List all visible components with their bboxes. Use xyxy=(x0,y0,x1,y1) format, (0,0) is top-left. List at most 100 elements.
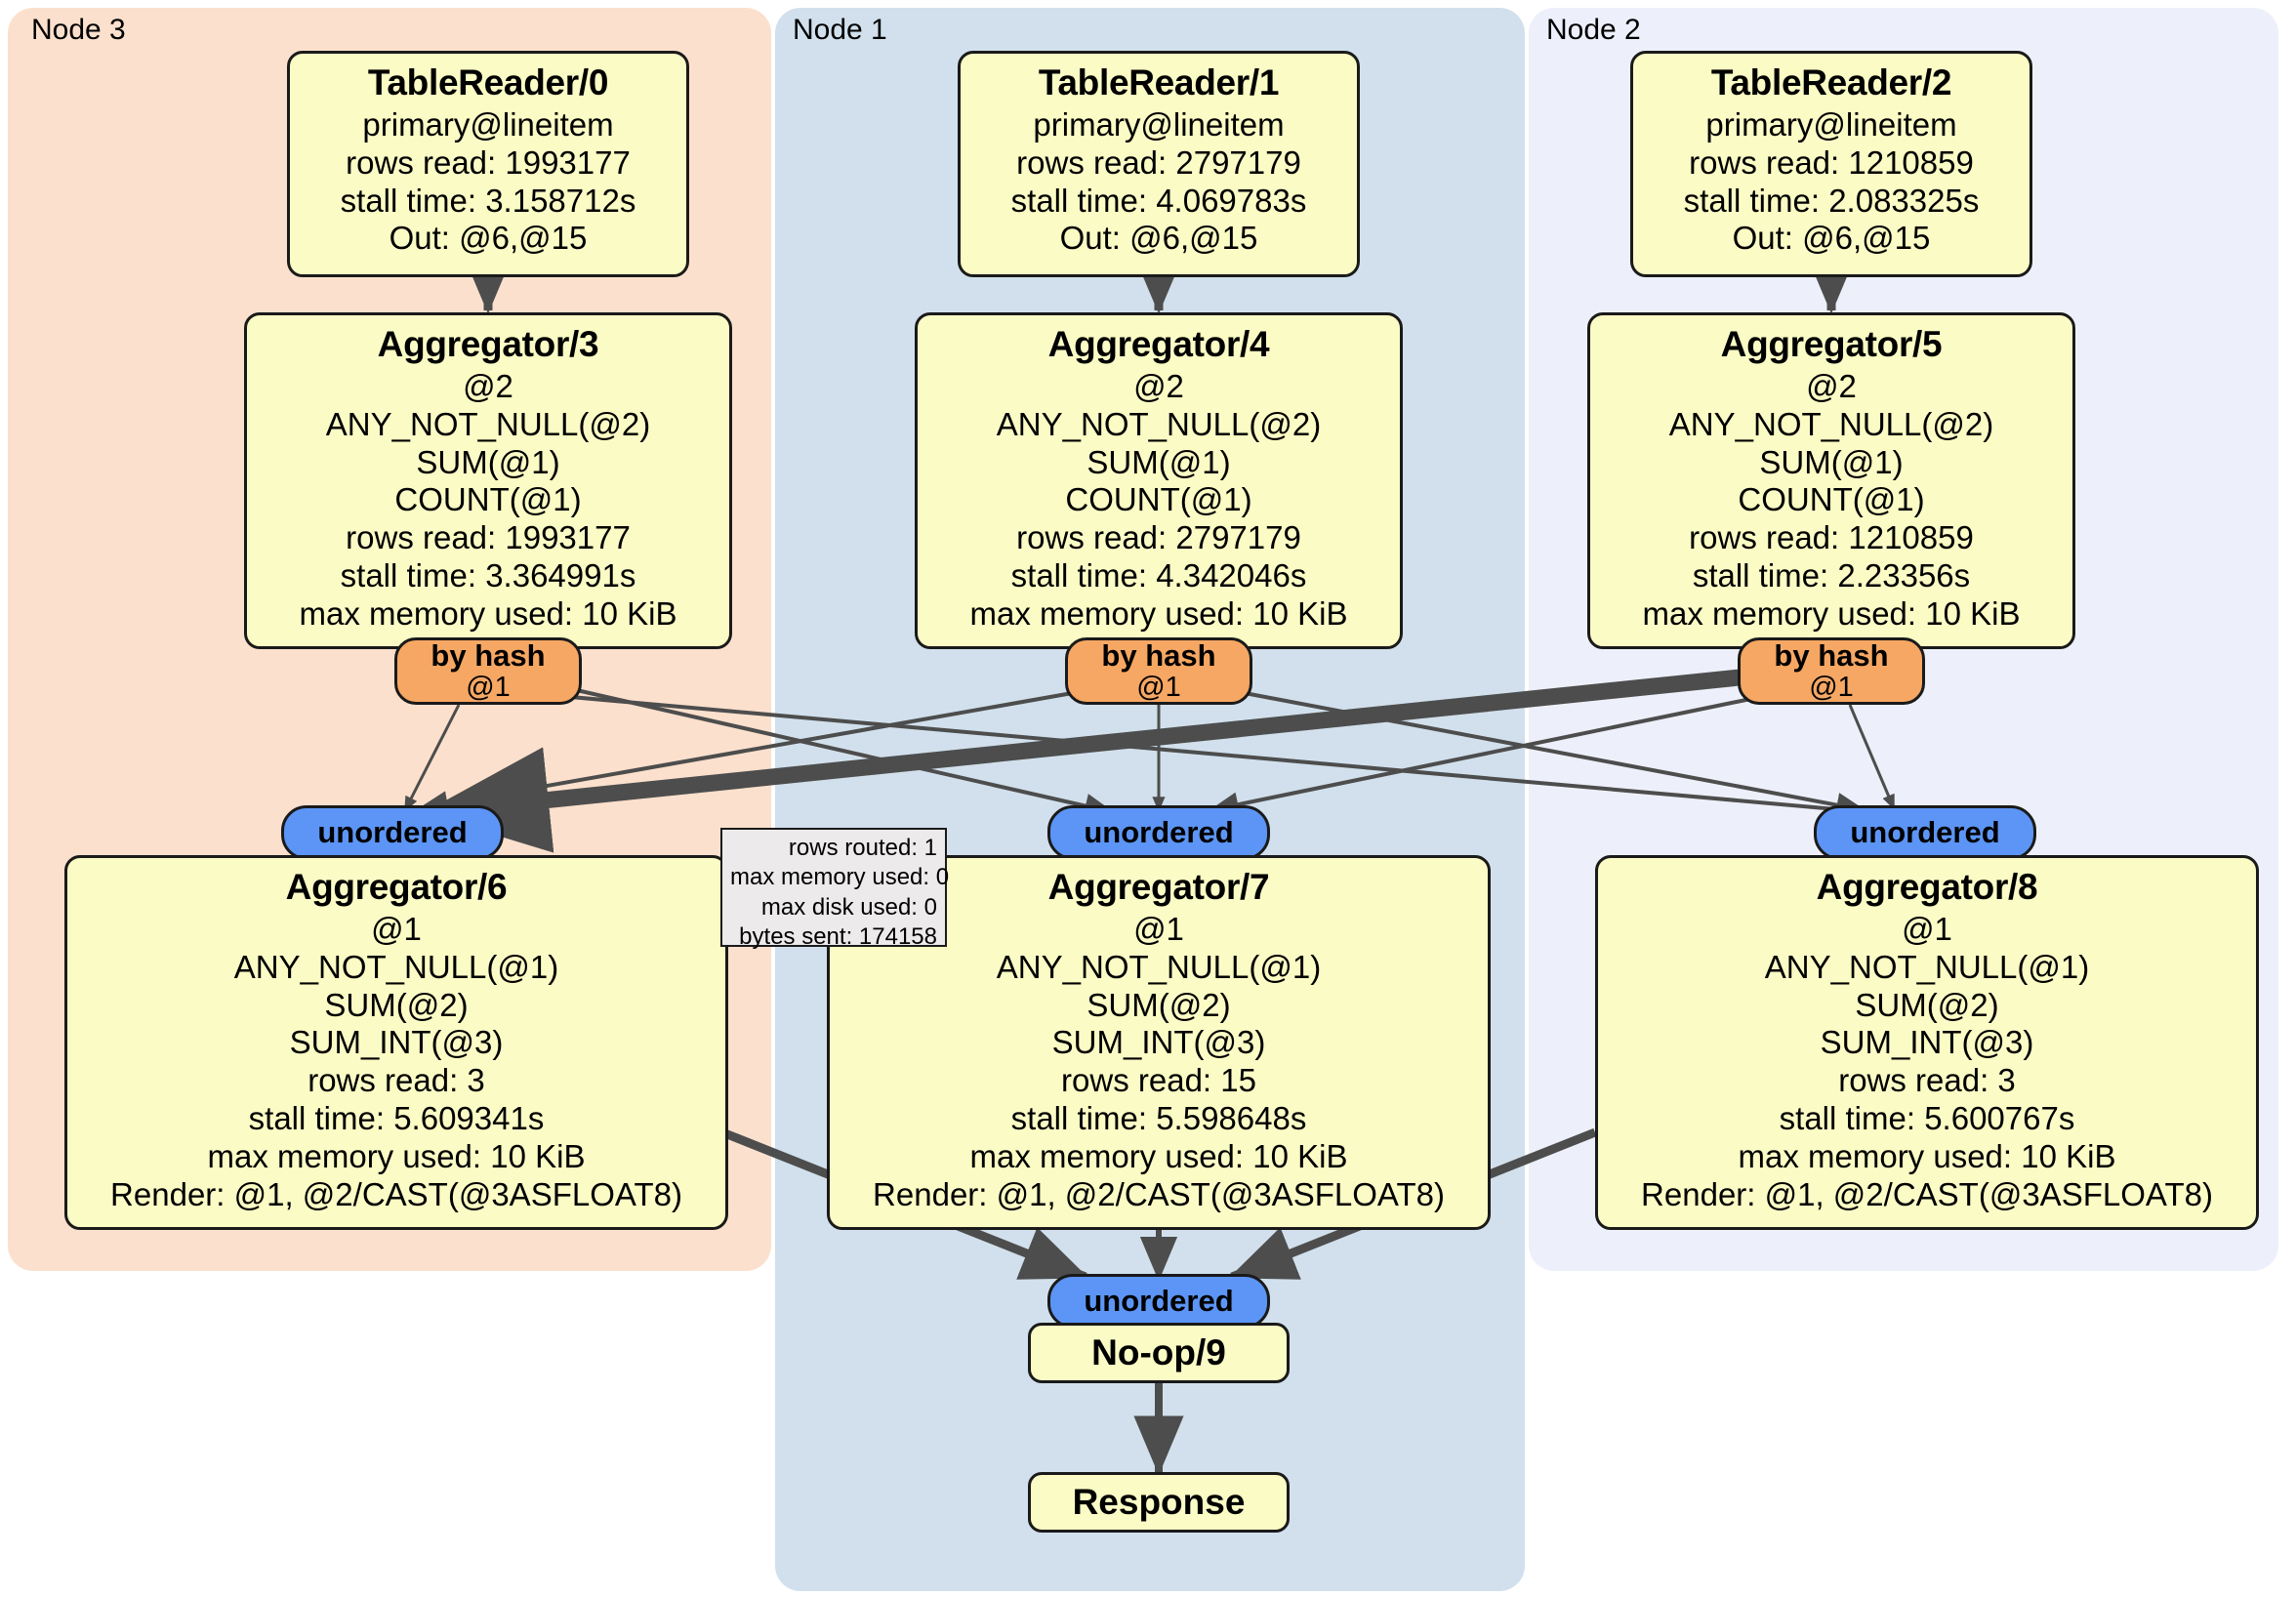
aggregator-4-line-1: @2 xyxy=(1133,367,1184,404)
aggregator-5-line-7: max memory used: 10 KiB xyxy=(1642,595,2021,633)
aggregator-3-line-3: SUM(@1) xyxy=(416,443,560,480)
by-hash-column-node2: @1 xyxy=(1809,671,1854,703)
aggregator-5-box[interactable]: Aggregator/5 @2 ANY_NOT_NULL(@2) SUM(@1)… xyxy=(1587,312,2075,649)
cluster-label-node-2: Node 2 xyxy=(1546,14,1641,46)
aggregator-3-line-5: rows read: 1993177 xyxy=(346,519,631,556)
aggregator-5-line-3: SUM(@1) xyxy=(1759,443,1904,480)
unordered-label-node3: unordered xyxy=(317,814,468,849)
router-stats-line-4: bytes sent: 174158 xyxy=(739,923,937,951)
aggregator-7-line-5: rows read: 15 xyxy=(1061,1062,1256,1099)
tablereader-1-line-2: rows read: 2797179 xyxy=(1016,143,1301,181)
aggregator-8-line-1: @1 xyxy=(1902,910,1952,947)
aggregator-6-title: Aggregator/6 xyxy=(285,867,508,907)
by-hash-router-node1[interactable]: by hash @1 xyxy=(1065,637,1252,705)
aggregator-5-line-4: COUNT(@1) xyxy=(1738,481,1925,518)
aggregator-3-line-6: stall time: 3.364991s xyxy=(340,557,636,594)
unordered-label-node2: unordered xyxy=(1850,814,2000,849)
aggregator-5-line-5: rows read: 1210859 xyxy=(1689,519,1974,556)
aggregator-3-title: Aggregator/3 xyxy=(377,324,599,364)
tablereader-0-line-3: stall time: 3.158712s xyxy=(340,182,636,219)
aggregator-4-box[interactable]: Aggregator/4 @2 ANY_NOT_NULL(@2) SUM(@1)… xyxy=(915,312,1403,649)
tablereader-2-line-3: stall time: 2.083325s xyxy=(1683,182,1980,219)
aggregator-4-line-6: stall time: 4.342046s xyxy=(1010,557,1307,594)
by-hash-column-node1: @1 xyxy=(1136,671,1181,703)
cluster-label-node-1: Node 1 xyxy=(793,14,887,46)
aggregator-7-line-4: SUM_INT(@3) xyxy=(1051,1024,1266,1061)
by-hash-label-node3: by hash xyxy=(430,637,546,673)
aggregator-7-title: Aggregator/7 xyxy=(1047,867,1270,907)
tablereader-1-title: TableReader/1 xyxy=(1038,62,1280,102)
aggregator-4-line-3: SUM(@1) xyxy=(1086,443,1231,480)
aggregator-8-line-3: SUM(@2) xyxy=(1855,986,1999,1023)
aggregator-5-line-6: stall time: 2.23356s xyxy=(1692,557,1971,594)
aggregator-6-line-6: stall time: 5.609341s xyxy=(248,1100,545,1137)
unordered-synchronizer-node1[interactable]: unordered xyxy=(1047,805,1270,860)
tablereader-2-line-1: primary@lineitem xyxy=(1705,105,1957,143)
aggregator-8-title: Aggregator/8 xyxy=(1816,867,2038,907)
aggregator-6-line-5: rows read: 3 xyxy=(308,1062,485,1099)
aggregator-7-line-3: SUM(@2) xyxy=(1086,986,1231,1023)
tablereader-0-line-1: primary@lineitem xyxy=(362,105,614,143)
aggregator-8-line-6: stall time: 5.600767s xyxy=(1779,1100,2075,1137)
unordered-synchronizer-node2[interactable]: unordered xyxy=(1814,805,2036,860)
by-hash-label-node1: by hash xyxy=(1101,637,1216,673)
tablereader-2-box[interactable]: TableReader/2 primary@lineitem rows read… xyxy=(1630,51,2032,277)
aggregator-6-line-7: max memory used: 10 KiB xyxy=(207,1138,586,1175)
aggregator-4-line-2: ANY_NOT_NULL(@2) xyxy=(996,405,1322,442)
aggregator-5-title: Aggregator/5 xyxy=(1720,324,1943,364)
aggregator-3-line-4: COUNT(@1) xyxy=(394,481,582,518)
aggregator-8-box[interactable]: Aggregator/8 @1 ANY_NOT_NULL(@1) SUM(@2)… xyxy=(1595,855,2259,1230)
tablereader-2-title: TableReader/2 xyxy=(1710,62,1952,102)
unordered-label-node1: unordered xyxy=(1084,814,1234,849)
tablereader-2-line-2: rows read: 1210859 xyxy=(1689,143,1974,181)
aggregator-7-line-8: Render: @1, @2/CAST(@3ASFLOAT8) xyxy=(873,1176,1445,1213)
aggregator-5-line-1: @2 xyxy=(1806,367,1857,404)
unordered-synchronizer-final[interactable]: unordered xyxy=(1047,1274,1270,1329)
tablereader-0-line-2: rows read: 1993177 xyxy=(346,143,631,181)
router-stats-line-3: max disk used: 0 xyxy=(760,893,937,921)
tablereader-1-line-3: stall time: 4.069783s xyxy=(1010,182,1307,219)
aggregator-4-line-5: rows read: 2797179 xyxy=(1016,519,1301,556)
router-stats-box: rows routed: 1 max memory used: 0 max di… xyxy=(720,828,950,950)
by-hash-router-node2[interactable]: by hash @1 xyxy=(1738,637,1925,705)
aggregator-7-line-7: max memory used: 10 KiB xyxy=(969,1138,1348,1175)
unordered-synchronizer-node3[interactable]: unordered xyxy=(281,805,504,860)
aggregator-4-title: Aggregator/4 xyxy=(1047,324,1270,364)
noop-9-label: No-op/9 xyxy=(1091,1332,1226,1372)
aggregator-6-line-1: @1 xyxy=(371,910,422,947)
tablereader-2-line-4: Out: @6,@15 xyxy=(1732,220,1931,257)
tablereader-0-title: TableReader/0 xyxy=(367,62,609,102)
aggregator-6-line-8: Render: @1, @2/CAST(@3ASFLOAT8) xyxy=(110,1176,682,1213)
by-hash-router-node3[interactable]: by hash @1 xyxy=(394,637,582,705)
aggregator-3-line-1: @2 xyxy=(463,367,513,404)
by-hash-label-node2: by hash xyxy=(1774,637,1889,673)
router-stats-line-2: max memory used: 0 xyxy=(730,864,950,891)
aggregator-4-line-7: max memory used: 10 KiB xyxy=(969,595,1348,633)
tablereader-0-box[interactable]: TableReader/0 primary@lineitem rows read… xyxy=(287,51,689,277)
by-hash-column-node3: @1 xyxy=(466,671,511,703)
aggregator-3-line-2: ANY_NOT_NULL(@2) xyxy=(325,405,651,442)
cluster-label-node-3: Node 3 xyxy=(31,14,126,46)
aggregator-3-line-7: max memory used: 10 KiB xyxy=(299,595,677,633)
aggregator-5-line-2: ANY_NOT_NULL(@2) xyxy=(1668,405,1994,442)
tablereader-1-line-4: Out: @6,@15 xyxy=(1059,220,1258,257)
aggregator-7-line-6: stall time: 5.598648s xyxy=(1010,1100,1307,1137)
aggregator-7-line-2: ANY_NOT_NULL(@1) xyxy=(996,948,1322,985)
response-label: Response xyxy=(1072,1482,1246,1522)
aggregator-6-box[interactable]: Aggregator/6 @1 ANY_NOT_NULL(@1) SUM(@2)… xyxy=(64,855,728,1230)
unordered-label-final: unordered xyxy=(1084,1283,1234,1318)
aggregator-8-line-7: max memory used: 10 KiB xyxy=(1738,1138,2116,1175)
aggregator-6-line-3: SUM(@2) xyxy=(324,986,469,1023)
response-box[interactable]: Response xyxy=(1028,1472,1290,1533)
aggregator-8-line-4: SUM_INT(@3) xyxy=(1820,1024,2034,1061)
aggregator-4-line-4: COUNT(@1) xyxy=(1065,481,1252,518)
tablereader-1-box[interactable]: TableReader/1 primary@lineitem rows read… xyxy=(958,51,1360,277)
tablereader-0-line-4: Out: @6,@15 xyxy=(389,220,588,257)
aggregator-6-line-4: SUM_INT(@3) xyxy=(289,1024,504,1061)
aggregator-3-box[interactable]: Aggregator/3 @2 ANY_NOT_NULL(@2) SUM(@1)… xyxy=(244,312,732,649)
noop-9-box[interactable]: No-op/9 xyxy=(1028,1323,1290,1383)
aggregator-7-line-1: @1 xyxy=(1133,910,1184,947)
aggregator-8-line-2: ANY_NOT_NULL(@1) xyxy=(1764,948,2090,985)
router-stats-line-1: rows routed: 1 xyxy=(788,835,937,861)
